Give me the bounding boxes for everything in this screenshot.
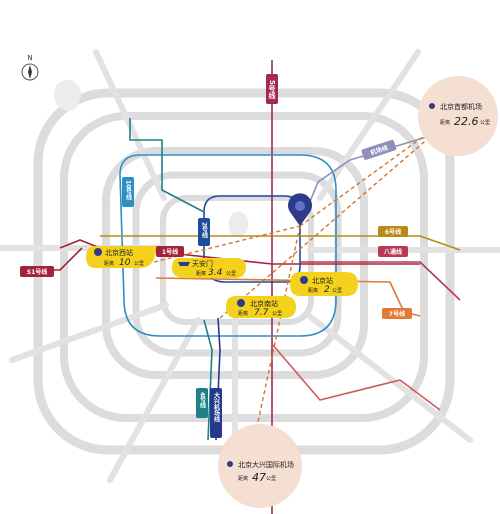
station-tiananmen-prefix: 距离 (196, 270, 206, 277)
line-8-label: 八通线 (378, 246, 408, 257)
line-2-label-text: 2号线 (201, 222, 208, 239)
line-s1-label: S1号线 (20, 266, 54, 277)
airport-daxing-unit: 公里 (266, 476, 276, 482)
station-beijing-west-bg (86, 246, 156, 268)
station-beijing-west-unit: 公里 (134, 261, 144, 267)
compass-label: N (27, 54, 32, 62)
station-beijing-station-unit: 公里 (332, 288, 342, 294)
line-6-label: 6号线 (378, 226, 408, 237)
station-beijing-station: 北京站 距离 2 公里 (290, 272, 358, 296)
airport-capital-name: 北京首都机场 (440, 102, 482, 111)
pin-dot (295, 201, 305, 211)
airport-capital-bubble (418, 76, 498, 156)
station-beijing-south: 北京南站 距离 7.7 公里 (226, 296, 296, 318)
tiananmen-icon (178, 262, 190, 266)
station-tiananmen-bg (172, 258, 246, 278)
route-to-capital-airport-2 (219, 129, 439, 319)
expressway-southeast (305, 312, 473, 443)
line-4-south-path (203, 319, 213, 441)
daxing-line-label-text: 大兴机场线 (213, 391, 220, 423)
line-4-path (129, 118, 205, 213)
line-1-label: 1号线 (156, 246, 184, 257)
capital-line-label: 机场线 (361, 139, 397, 160)
line-10-path (119, 154, 337, 337)
line-8-label-text: 八通线 (383, 248, 402, 256)
airport-capital-dist: 22.6 (454, 115, 479, 128)
line-14-path (271, 343, 441, 411)
airport-daxing-bubble (218, 424, 302, 508)
expressway-southwest-2 (107, 317, 201, 483)
line-4-label: 4号线 (196, 388, 208, 418)
station-tiananmen-name: 天安门 (192, 259, 213, 268)
airport-capital: 北京首都机场 距离 22.6 公里 (418, 76, 498, 156)
compass: N (21, 54, 39, 81)
line-4-label-text: 4号线 (199, 392, 206, 409)
airport-capital-unit: 公里 (480, 120, 490, 126)
station-beijing-station-name: 北京站 (312, 276, 333, 285)
airport-daxing-dist: 47 (252, 471, 266, 484)
line-1-label-bg (156, 246, 184, 257)
route-to-capital-airport (299, 125, 439, 227)
train-icon (94, 248, 102, 256)
station-tiananmen-unit: 公里 (226, 271, 236, 277)
station-beijing-south-name: 北京南站 (250, 299, 278, 308)
lakes (54, 79, 249, 237)
line-7-label: 7号线 (382, 308, 412, 319)
station-beijing-station-prefix: 距离 (308, 287, 318, 294)
line-8-path (300, 261, 461, 301)
airport-capital-marker-icon (429, 103, 435, 109)
station-beijing-south-unit: 公里 (272, 311, 282, 317)
train-icon-3 (237, 299, 245, 307)
compass-needle-icon (28, 65, 32, 79)
station-badges: 北京西站 距离 10 公里 天安门 距离 3.4 公里 北京站 距离 2 公里 … (86, 246, 358, 318)
station-beijing-west-name: 北京西站 (105, 248, 133, 257)
line-s1-label-text: S1号线 (27, 268, 48, 276)
kunming-lake (54, 79, 82, 111)
station-beijing-station-dist: 2 (324, 285, 330, 295)
daxing-line-label: 大兴机场线 (210, 388, 222, 438)
airport-daxing: 北京大兴国际机场 距离 47 公里 (218, 424, 302, 508)
line-7-label-text: 7号线 (389, 310, 405, 318)
airport-routes (153, 125, 439, 451)
line-10-label: 10号线 (122, 177, 134, 207)
station-tiananmen: 天安门 距离 3.4 公里 (172, 258, 246, 278)
line-1-label-text: 1号线 (162, 248, 178, 256)
expressway-northeast (317, 49, 421, 201)
line-6-label-text: 6号线 (385, 228, 401, 236)
line-s1-label-bg (20, 266, 54, 277)
line-5-label-bg (266, 74, 278, 104)
line-8-label-bg (378, 246, 408, 257)
line-5-label: 5号线 (266, 74, 278, 104)
station-tiananmen-dist: 3.4 (208, 268, 223, 278)
line-2-label: 2号线 (198, 218, 210, 246)
location-pin-icon (287, 193, 313, 226)
line-5-label-text: 5号线 (268, 80, 276, 100)
airport-daxing-name: 北京大兴国际机场 (238, 460, 294, 469)
line-2-label-bg (198, 218, 210, 246)
line-6-path (100, 235, 461, 251)
station-beijing-west: 北京西站 距离 10 公里 (86, 246, 156, 268)
line-7-label-bg (382, 308, 412, 319)
houhai-lake (228, 211, 249, 237)
capital-line-label-bg (361, 139, 397, 160)
airport-capital-prefix: 距离 (440, 119, 450, 126)
station-beijing-south-dist: 7.7 (254, 308, 269, 318)
station-beijing-west-prefix: 距离 (104, 260, 114, 267)
compass-circle (21, 63, 39, 81)
expressway-southwest (9, 302, 169, 363)
line-labels: 5号线 10号线 2号线 1号线 6号线 八通线 7号线 S1号线 (20, 74, 412, 438)
line-6-label-bg (378, 226, 408, 237)
station-beijing-west-dist: 10 (119, 258, 131, 268)
route-to-daxing-airport (251, 225, 301, 451)
airport-daxing-marker-icon (227, 461, 233, 467)
line-10-label-bg (122, 177, 134, 207)
line-10-label-text: 10号线 (125, 180, 132, 202)
station-beijing-south-prefix: 距离 (238, 310, 248, 317)
airport-daxing-prefix: 距离 (238, 475, 248, 482)
daxing-line-label-bg (210, 388, 222, 438)
train-icon-2 (300, 276, 308, 284)
line-4-label-bg (196, 388, 208, 418)
